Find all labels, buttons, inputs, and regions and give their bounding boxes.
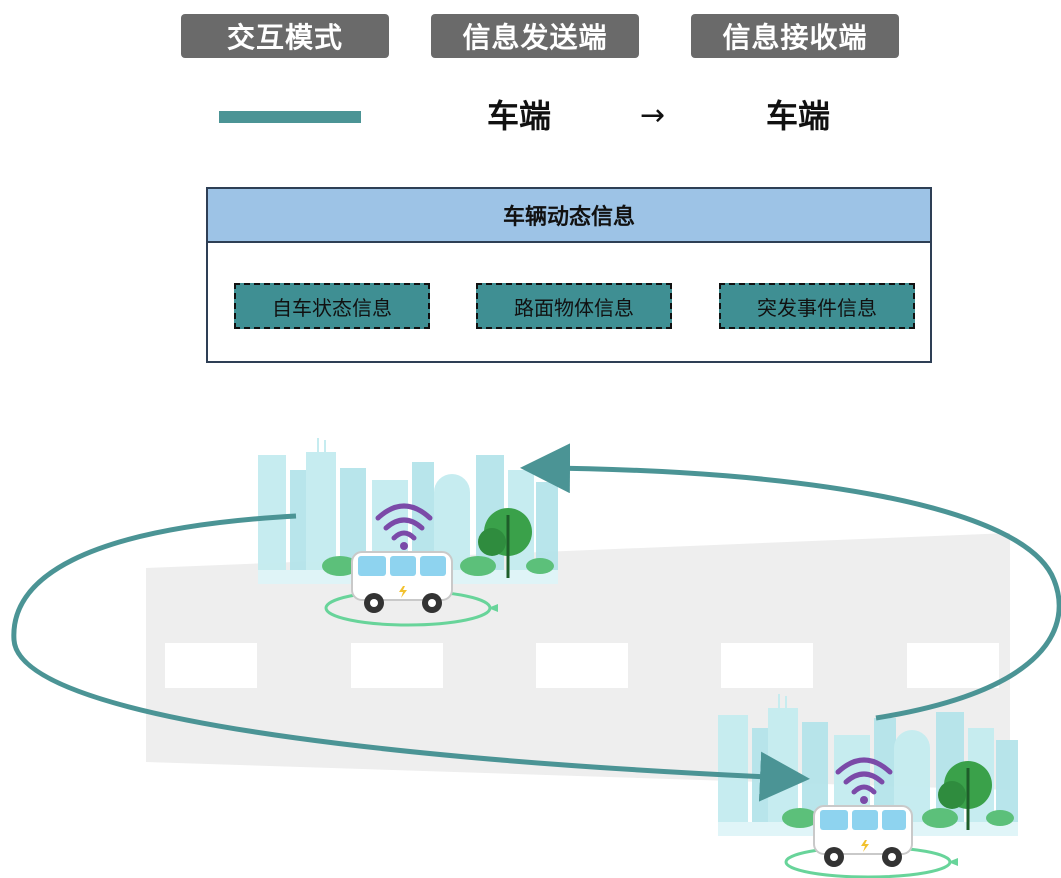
vehicle-scene-top — [258, 438, 558, 627]
autonomous-vehicle-icon — [324, 551, 498, 627]
bush — [782, 808, 1014, 828]
road-marking — [351, 643, 443, 688]
link-arrow-bottom-to-top — [520, 443, 1061, 721]
road-marking — [536, 643, 628, 688]
road-marking — [907, 643, 999, 688]
tree-icon — [478, 508, 532, 578]
info-box-title: 车辆动态信息 — [208, 189, 930, 243]
receiver-endpoint: 车端 — [766, 97, 831, 135]
info-chip-own-vehicle-status: 自车状态信息 — [234, 283, 430, 329]
header-receiver: 信息接收端 — [691, 14, 899, 58]
sender-endpoint: 车端 — [487, 97, 552, 135]
link-arrow-top-to-bottom — [11, 513, 810, 802]
bush — [322, 556, 554, 576]
wifi-signal-icon — [835, 757, 893, 804]
info-chip-road-objects: 路面物体信息 — [476, 283, 672, 329]
wifi-signal-icon — [375, 503, 433, 550]
header-sender: 信息发送端 — [431, 14, 639, 58]
tree-icon — [938, 761, 992, 830]
mode-line-legend — [219, 111, 361, 123]
road-marking — [165, 643, 257, 688]
autonomous-vehicle-icon — [784, 805, 958, 878]
info-chip-sudden-events: 突发事件信息 — [719, 283, 915, 329]
direction-arrow: → — [640, 98, 666, 133]
vehicle-dynamic-info-box: 车辆动态信息 自车状态信息 路面物体信息 突发事件信息 — [206, 187, 932, 363]
road-marking — [721, 643, 813, 688]
header-interaction-mode: 交互模式 — [181, 14, 389, 58]
vehicle-scene-bottom — [718, 694, 1018, 878]
